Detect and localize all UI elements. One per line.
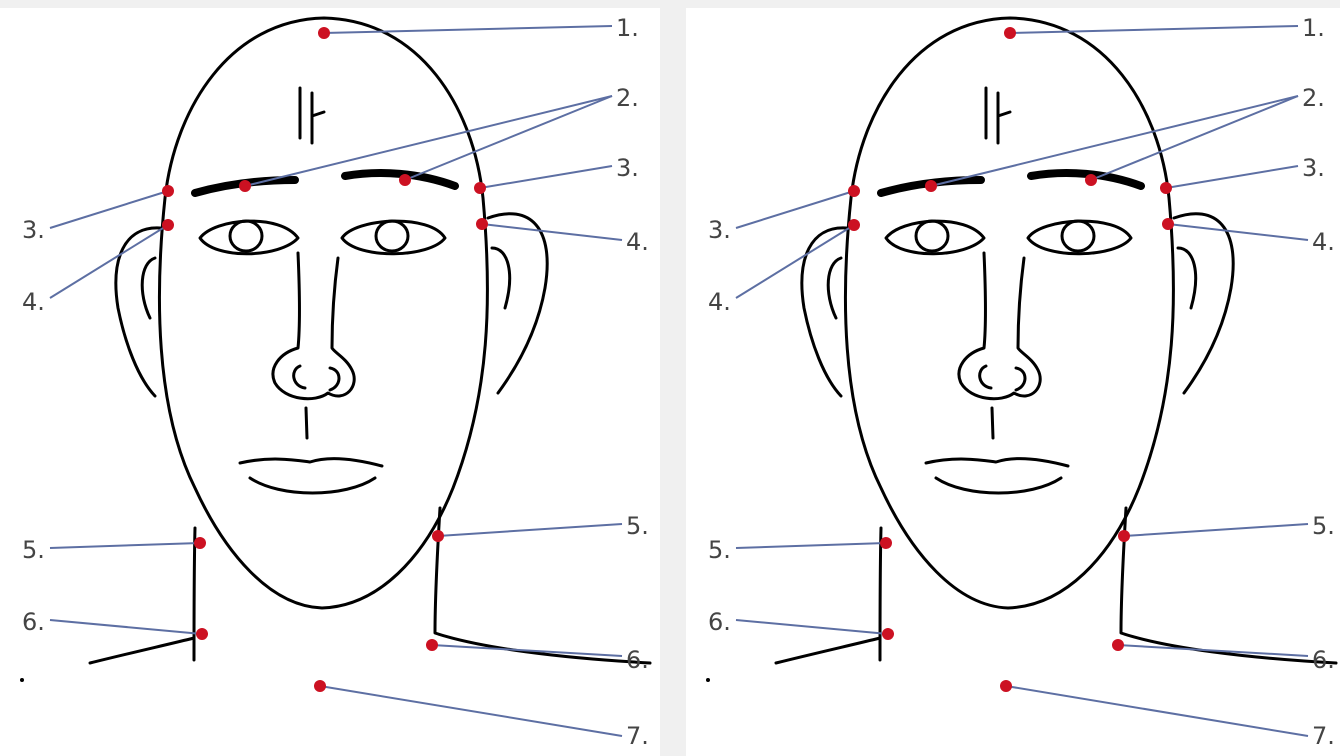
left-head-diagram: 1. 2. 3. 3. 4. 4. 5. 5. 6. 6. 7.: [0, 8, 660, 756]
label-3-left: 3.: [708, 218, 731, 242]
left-shoulder: [776, 638, 880, 663]
label-7: 7.: [1312, 724, 1335, 748]
label-5-right: 5.: [626, 514, 649, 538]
head-drawing: [0, 8, 660, 756]
right-ear-inner: [492, 248, 510, 308]
mouth: [240, 459, 382, 466]
lower-lip: [936, 478, 1061, 493]
philtrum: [992, 408, 993, 438]
label-4-right: 4.: [626, 230, 649, 254]
philtrum: [306, 408, 307, 438]
left-neck: [880, 528, 881, 660]
right-head-diagram: 1. 2. 3. 3. 4. 4. 5. 5. 6. 6. 7.: [686, 8, 1340, 756]
label-4-left: 4.: [22, 290, 45, 314]
right-neck: [1121, 508, 1336, 663]
left-shoulder: [90, 638, 194, 663]
head-drawing: [686, 8, 1340, 756]
label-2: 2.: [1302, 86, 1325, 110]
left-ear-inner: [828, 258, 841, 318]
label-5-right: 5.: [1312, 514, 1335, 538]
right-ear-inner: [1178, 248, 1196, 308]
label-6-right: 6.: [1312, 648, 1335, 672]
label-6-left: 6.: [22, 610, 45, 634]
label-1: 1.: [1302, 16, 1325, 40]
label-7: 7.: [626, 724, 649, 748]
right-eye: [1028, 221, 1131, 254]
left-eye: [886, 221, 984, 254]
label-6-right: 6.: [626, 648, 649, 672]
label-3-right: 3.: [1302, 156, 1325, 180]
left-neck: [194, 528, 195, 660]
right-neck: [435, 508, 650, 663]
lower-lip: [250, 478, 375, 493]
forehead-mark: [300, 88, 324, 143]
nose: [273, 253, 354, 399]
right-ear: [1174, 214, 1233, 393]
left-eye: [200, 221, 298, 254]
label-5-left: 5.: [708, 538, 731, 562]
label-3-left: 3.: [22, 218, 45, 242]
right-eye: [342, 221, 445, 254]
label-5-left: 5.: [22, 538, 45, 562]
label-1: 1.: [616, 16, 639, 40]
forehead-mark: [986, 88, 1010, 143]
label-4-left: 4.: [708, 290, 731, 314]
mouth: [926, 459, 1068, 466]
left-ear-inner: [142, 258, 155, 318]
nose: [959, 253, 1040, 399]
label-6-left: 6.: [708, 610, 731, 634]
label-3-right: 3.: [616, 156, 639, 180]
label-4-right: 4.: [1312, 230, 1335, 254]
right-ear: [488, 214, 547, 393]
label-2: 2.: [616, 86, 639, 110]
